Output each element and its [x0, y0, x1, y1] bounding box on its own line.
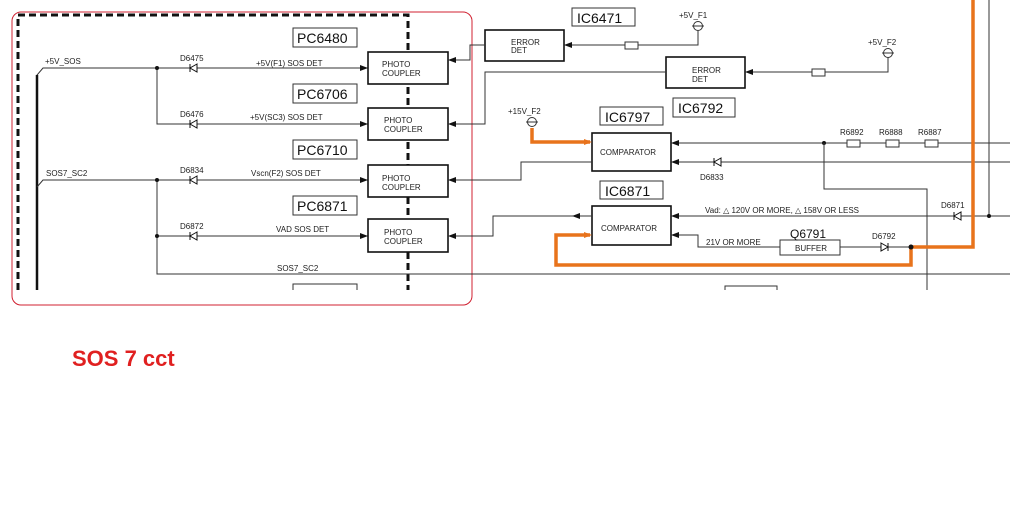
- diode-icon: [188, 119, 198, 129]
- highlight-path-15v: [530, 128, 592, 145]
- diode-label: D6871: [941, 201, 965, 210]
- resistor-label: R6887: [918, 128, 942, 137]
- diode-icon: [712, 157, 722, 167]
- highlight-frame: [11, 11, 473, 306]
- caption: SOS 7 cct: [72, 346, 175, 371]
- svg-text:ERROR: ERROR: [511, 38, 540, 47]
- svg-text:COUPLER: COUPLER: [382, 69, 421, 78]
- diode-label: D6834: [180, 166, 204, 175]
- part-label-pc6706: PC6706: [297, 86, 348, 102]
- highlight-path-feedback: [554, 0, 975, 267]
- svg-text:COUPLER: COUPLER: [384, 125, 423, 134]
- diode-icon: [188, 175, 198, 185]
- signal-label: +5V(F1) SOS DET: [256, 59, 323, 68]
- vad-threshold-note: Vad: △ 120V OR MORE, △ 158V OR LESS: [705, 206, 859, 215]
- svg-text:PHOTO: PHOTO: [384, 116, 412, 125]
- net-label-15v-f2: +15V_F2: [508, 107, 541, 116]
- net-label-5v-f1: +5V_F1: [679, 11, 708, 20]
- threshold-note-21v: 21V OR MORE: [706, 238, 761, 247]
- svg-text:COMPARATOR: COMPARATOR: [600, 148, 656, 157]
- svg-text:COUPLER: COUPLER: [384, 237, 423, 246]
- diode-label: D6833: [700, 173, 724, 182]
- part-label-pc6871: PC6871: [297, 198, 348, 214]
- resistor-label: R6892: [840, 128, 864, 137]
- net-label-sos7-sc2-bottom: SOS7_SC2: [277, 264, 319, 273]
- part-label-ic6792: IC6792: [678, 100, 723, 116]
- resistor-label: R6888: [879, 128, 903, 137]
- diode-icon: [952, 211, 962, 221]
- svg-text:DET: DET: [511, 46, 527, 55]
- signal-label: Vscn(F2) SOS DET: [251, 169, 321, 178]
- diode-icon: [188, 63, 198, 73]
- resistor-icon: [924, 139, 939, 148]
- comparator-2: COMPARATOR: [591, 205, 672, 246]
- diode-icon: [880, 242, 890, 252]
- net-label-5v-f2: +5V_F2: [868, 38, 897, 47]
- diode-label: D6476: [180, 110, 204, 119]
- part-label-q6791: Q6791: [790, 227, 826, 241]
- diode-label: D6475: [180, 54, 204, 63]
- power-terminal-icon: [526, 117, 538, 127]
- diode-icon: [188, 231, 198, 241]
- part-label-ic6797: IC6797: [605, 109, 650, 125]
- diode-label: D6792: [872, 232, 896, 241]
- resistor-icon: [846, 139, 861, 148]
- svg-text:DET: DET: [692, 75, 708, 84]
- net-label-5v-sos: +5V_SOS: [45, 57, 81, 66]
- part-label-pc6480: PC6480: [297, 30, 348, 46]
- svg-text:PHOTO: PHOTO: [382, 60, 410, 69]
- resistor-icon: [624, 41, 639, 50]
- part-label-pc6710: PC6710: [297, 142, 348, 158]
- comparator-1: COMPARATOR: [591, 132, 672, 172]
- svg-text:ERROR: ERROR: [692, 66, 721, 75]
- resistor-icon: [885, 139, 900, 148]
- resistor-icon: [811, 68, 826, 77]
- net-label-sos7-sc2: SOS7_SC2: [46, 169, 88, 178]
- svg-text:BUFFER: BUFFER: [795, 244, 827, 253]
- board-boundary: [16, 13, 410, 290]
- svg-text:PHOTO: PHOTO: [382, 174, 410, 183]
- svg-text:COUPLER: COUPLER: [382, 183, 421, 192]
- signal-label: +5V(SC3) SOS DET: [250, 113, 323, 122]
- diode-label: D6872: [180, 222, 204, 231]
- signal-label: VAD SOS DET: [276, 225, 329, 234]
- power-terminal-icon: [882, 48, 894, 58]
- power-terminal-icon: [692, 21, 704, 31]
- svg-text:COMPARATOR: COMPARATOR: [601, 224, 657, 233]
- part-label-ic6871: IC6871: [605, 183, 650, 199]
- part-label-ic6471: IC6471: [577, 10, 622, 26]
- buffer-q6791: BUFFER: [779, 239, 841, 256]
- svg-text:PHOTO: PHOTO: [384, 228, 412, 237]
